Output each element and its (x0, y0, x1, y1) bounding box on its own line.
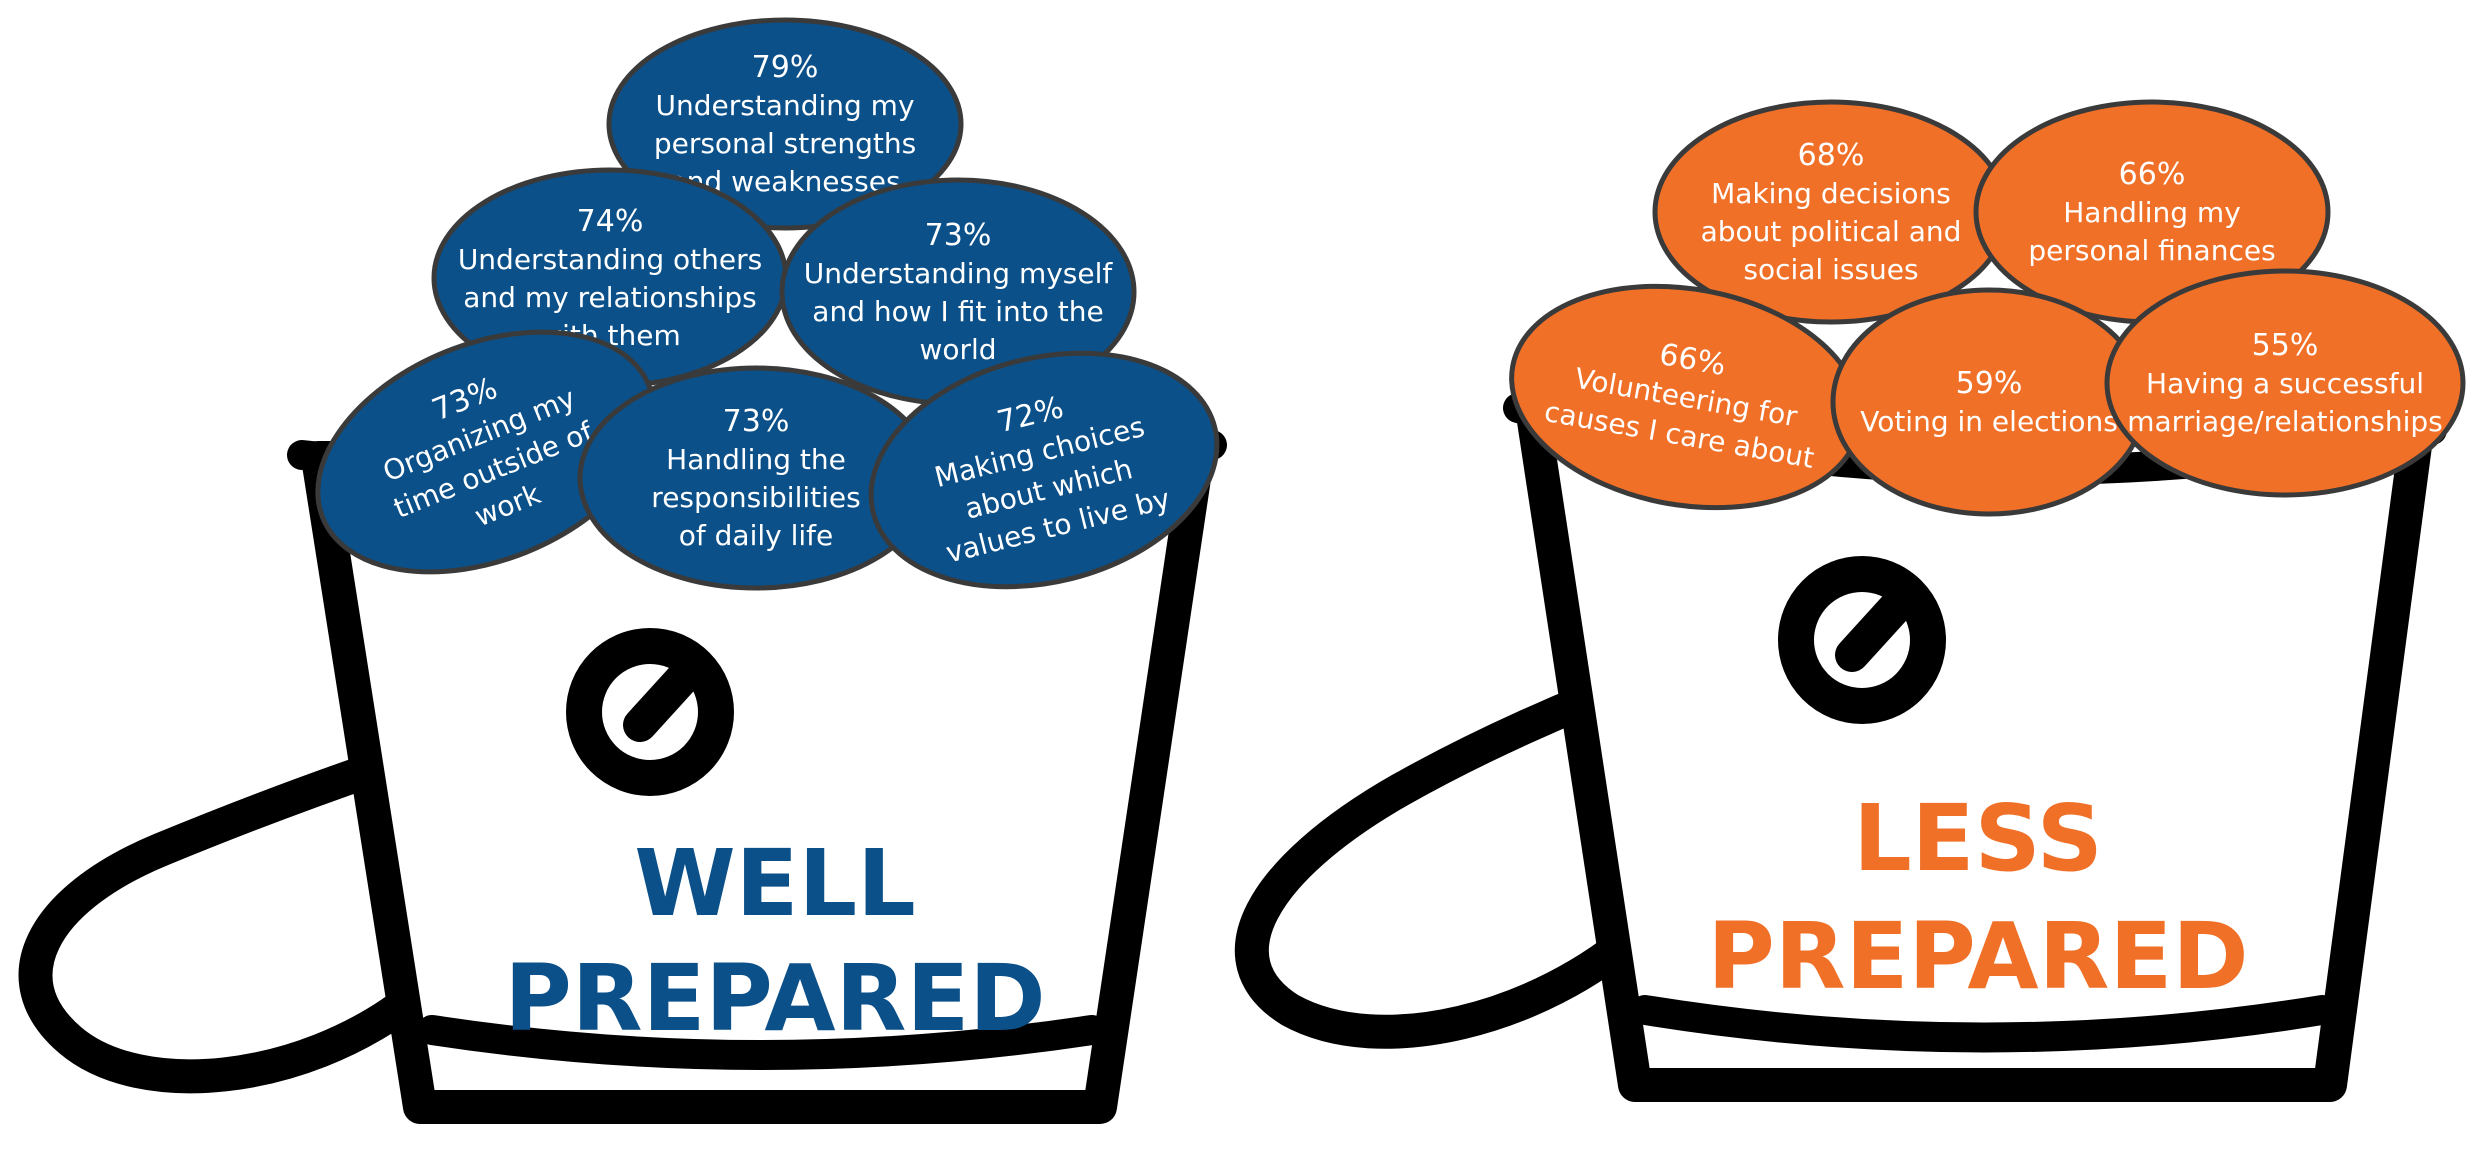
well-topic-label-line: world (919, 333, 996, 366)
less-topic-ball: 55% Having a successful marriage/relations… (2104, 268, 2466, 498)
less-prepared-bucket: LESS PREPARED 68% Making decisions about p… (1234, 99, 2466, 1102)
less-topic-ellipse (2104, 268, 2466, 498)
less-topic-percent: 59% (1956, 366, 2023, 401)
less-topic-ball: 66% Handling my personal finances (1973, 99, 2331, 325)
well-topic-label-line: responsibilities (651, 481, 860, 514)
less-topic-ball: 59% Voting in elections (1830, 287, 2148, 517)
less-topic-label-line: personal finances (2028, 234, 2275, 267)
less-topic-label-line: Voting in elections (1860, 405, 2118, 438)
well-topic-label-line: Understanding my (655, 89, 914, 122)
less-bucket-ring-link (1835, 583, 1919, 672)
less-topic-label-line: Handling my (2063, 196, 2241, 229)
less-topic-ellipse (1830, 287, 2148, 517)
less-label-line2: PREPARED (1707, 903, 2248, 1010)
less-topic-label-line: about political and (1701, 215, 1962, 248)
well-topic-label-line: Understanding others (458, 243, 762, 276)
well-topic-label-line: personal strengths (654, 127, 916, 160)
well-topic-label-line: Handling the (666, 443, 846, 476)
well-topic-percent: 74% (577, 204, 644, 239)
well-topic-percent: 73% (723, 404, 790, 439)
well-topic-ball: 73% Handling the responsibilities of daily … (577, 365, 935, 591)
less-topic-label-line: Making decisions (1711, 177, 1951, 210)
less-topic-label-line: marriage/relationships (2127, 405, 2443, 438)
less-bucket-base-band (1630, 995, 2337, 1053)
less-label-line1: LESS (1853, 785, 2103, 892)
well-label-line2: PREPARED (504, 945, 1045, 1052)
well-topic-percent: 79% (752, 50, 819, 85)
well-topic-label-line: of daily life (679, 519, 834, 552)
less-topic-percent: 68% (1798, 138, 1865, 173)
well-label-line1: WELL (634, 830, 916, 937)
less-topic-percent: 55% (2252, 328, 2319, 363)
less-topic-balls: 68% Making decisions about political and so… (1509, 99, 2466, 517)
well-bucket-ring-link (623, 653, 707, 742)
well-topic-ball: 73% Understanding myself and how I fit int… (779, 177, 1137, 407)
well-topic-ellipse (606, 17, 964, 231)
less-topic-ball: 68% Making decisions about political and so… (1652, 99, 2010, 325)
well-bucket-base-band (417, 1015, 1107, 1070)
well-prepared-bucket: WELL PREPARED 79% Understanding my persona… (18, 17, 1227, 1124)
well-topic-balls: 79% Understanding my personal strengths and… (315, 17, 1220, 591)
well-topic-ellipse (315, 329, 657, 575)
well-topic-label-line: Understanding myself (804, 257, 1114, 290)
well-topic-label-line: and how I fit into the (812, 295, 1103, 328)
well-topic-percent: 73% (925, 218, 992, 253)
less-topic-percent: 66% (2119, 157, 2186, 192)
less-topic-label-line: Having a successful (2146, 367, 2424, 400)
well-topic-ellipse (868, 350, 1220, 590)
well-topic-label-line: and my relationships (463, 281, 757, 314)
less-topic-label-line: social issues (1743, 253, 1918, 286)
